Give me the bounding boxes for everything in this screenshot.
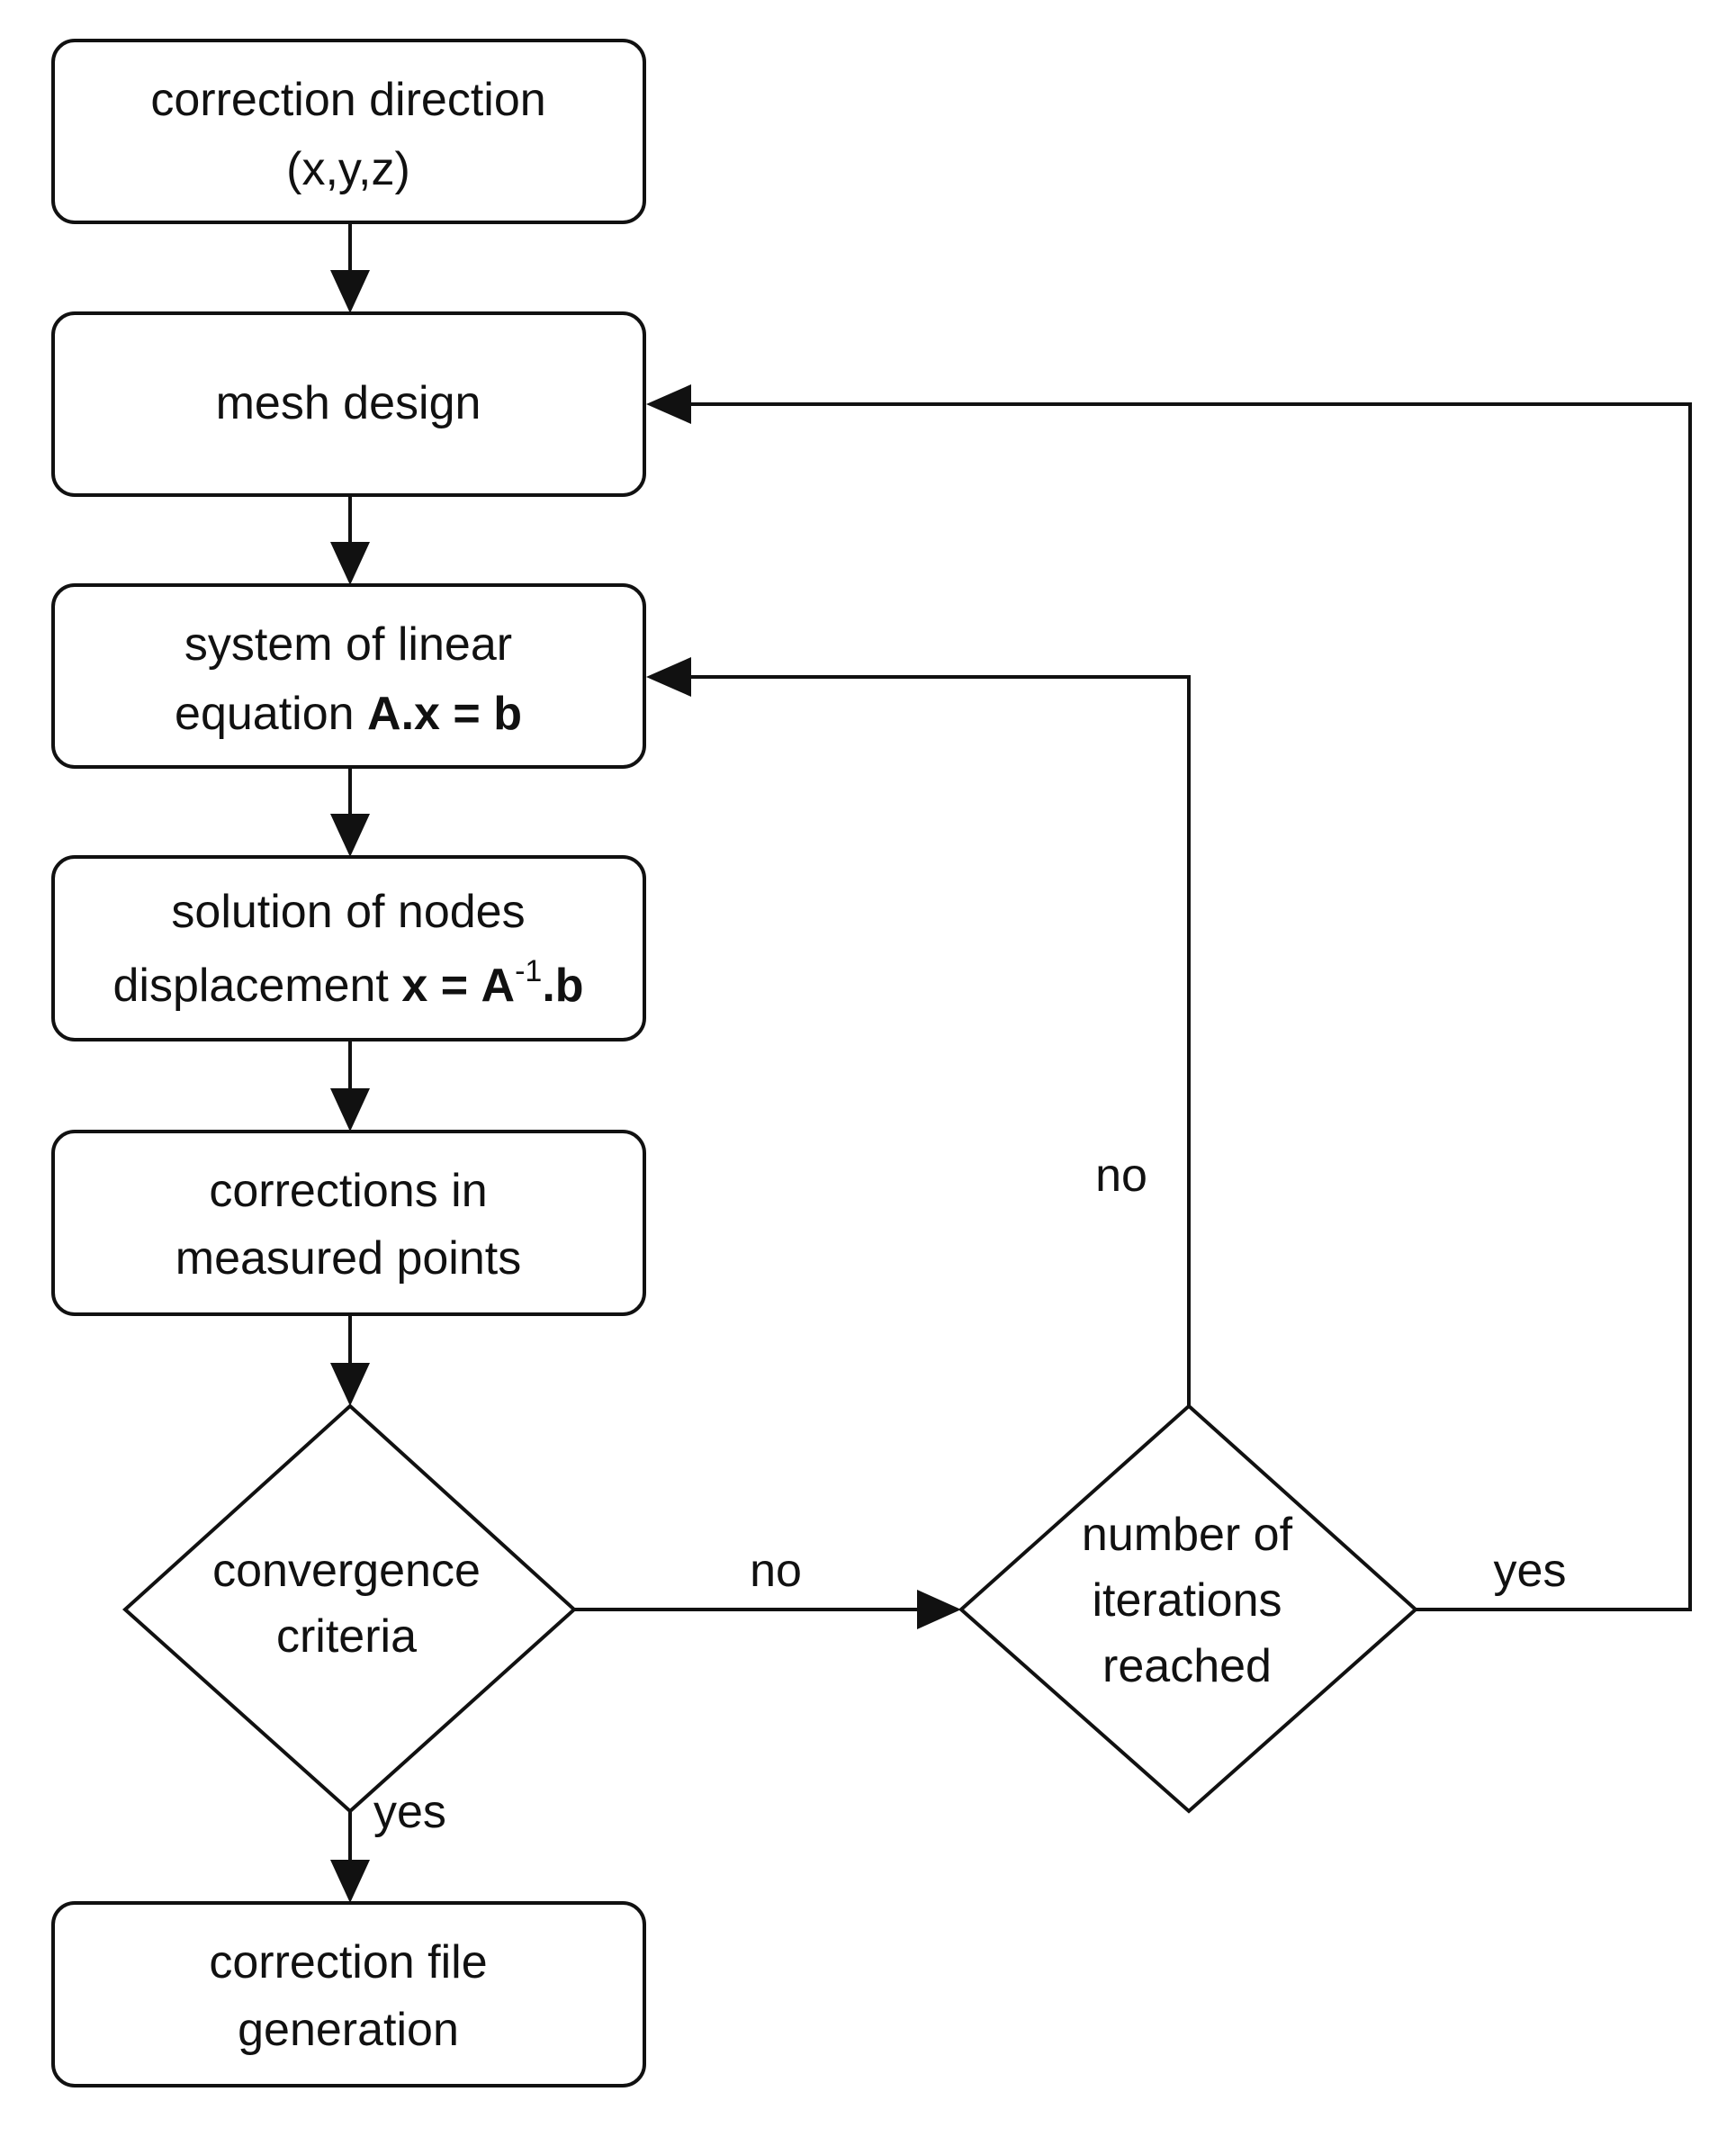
node-system-of-linear-equation-box	[51, 583, 646, 769]
arrowhead-into-convergence	[330, 1363, 370, 1406]
linear-system-formula: A.x = b	[367, 688, 522, 740]
formula-exponent: -1	[515, 954, 542, 988]
edge-iterations-to-linear	[677, 675, 1191, 1406]
node-convergence-criteria: convergence criteria	[122, 1403, 577, 1814]
node-corrections-line-1: corrections in	[209, 1165, 487, 1217]
node-iterations-line-2: iterations	[1093, 1574, 1282, 1627]
node-system-of-linear-equation: system of linear equation A.x = b	[51, 583, 646, 769]
formula-base: A	[481, 960, 516, 1012]
node-convergence-diamond	[122, 1403, 577, 1814]
node-correction-direction: correction direction (x,y,z)	[51, 39, 646, 224]
formula-tail: .b	[542, 960, 583, 1012]
node-iterations-line-3: reached	[1102, 1640, 1272, 1692]
node-correction-direction-box	[51, 39, 646, 224]
edge-label-convergence-no: no	[750, 1545, 802, 1597]
node-file-box	[51, 1901, 646, 2087]
node-convergence-line-1: convergence	[212, 1545, 481, 1597]
arrowhead-into-linear	[330, 542, 370, 585]
node-convergence-line-2: criteria	[276, 1610, 417, 1663]
arrowhead-back-to-linear	[646, 657, 691, 697]
node-solution-line-1: solution of nodes	[171, 886, 525, 938]
node-file-line-2: generation	[238, 2004, 459, 2056]
edges	[330, 222, 1692, 1903]
edge-label-iterations-no: no	[1095, 1150, 1147, 1202]
node-solution-line-2: displacement x = A-1.b	[112, 954, 583, 1012]
node-mesh-design-box	[51, 311, 646, 497]
node-corrections-line-2: measured points	[175, 1232, 521, 1285]
node-corrections-box	[51, 1130, 646, 1316]
arrowhead-into-solution	[330, 814, 370, 857]
node-iterations-line-1: number of	[1082, 1509, 1293, 1561]
node-solution-box	[51, 855, 646, 1041]
node-system-of-linear-equation-line-2: equation A.x = b	[175, 688, 522, 740]
edge-labels: yes no no yes	[373, 1150, 1566, 1838]
edge-label-convergence-yes: yes	[373, 1786, 446, 1838]
formula-lhs: x	[401, 960, 427, 1012]
edge-label-iterations-yes: yes	[1494, 1545, 1567, 1597]
node-correction-direction-line-2: (x,y,z)	[286, 143, 410, 195]
edge-iterations-to-mesh	[677, 402, 1692, 1611]
node-file-line-1: correction file	[209, 1936, 487, 1988]
node-solution-of-nodes-displacement: solution of nodes displacement x = A-1.b	[51, 855, 646, 1041]
arrowhead-into-mesh	[330, 270, 370, 313]
node-mesh-design: mesh design	[51, 311, 646, 497]
displacement-word: displacement	[112, 960, 389, 1012]
formula-equals: =	[441, 960, 468, 1012]
arrowhead-back-to-mesh	[646, 384, 691, 424]
arrowhead-into-iterations	[917, 1590, 961, 1629]
equation-word: equation	[175, 688, 355, 740]
node-correction-file-generation: correction file generation	[51, 1901, 646, 2087]
node-correction-direction-line-1: correction direction	[150, 74, 545, 126]
node-mesh-design-line-1: mesh design	[216, 377, 481, 429]
arrowhead-into-file	[330, 1860, 370, 1903]
arrowhead-into-corrections	[330, 1088, 370, 1132]
node-iterations-diamond	[958, 1403, 1419, 1814]
node-system-of-linear-equation-line-1: system of linear	[184, 618, 512, 671]
node-number-of-iterations-reached: number of iterations reached	[958, 1403, 1419, 1814]
node-corrections-in-measured-points: corrections in measured points	[51, 1130, 646, 1316]
